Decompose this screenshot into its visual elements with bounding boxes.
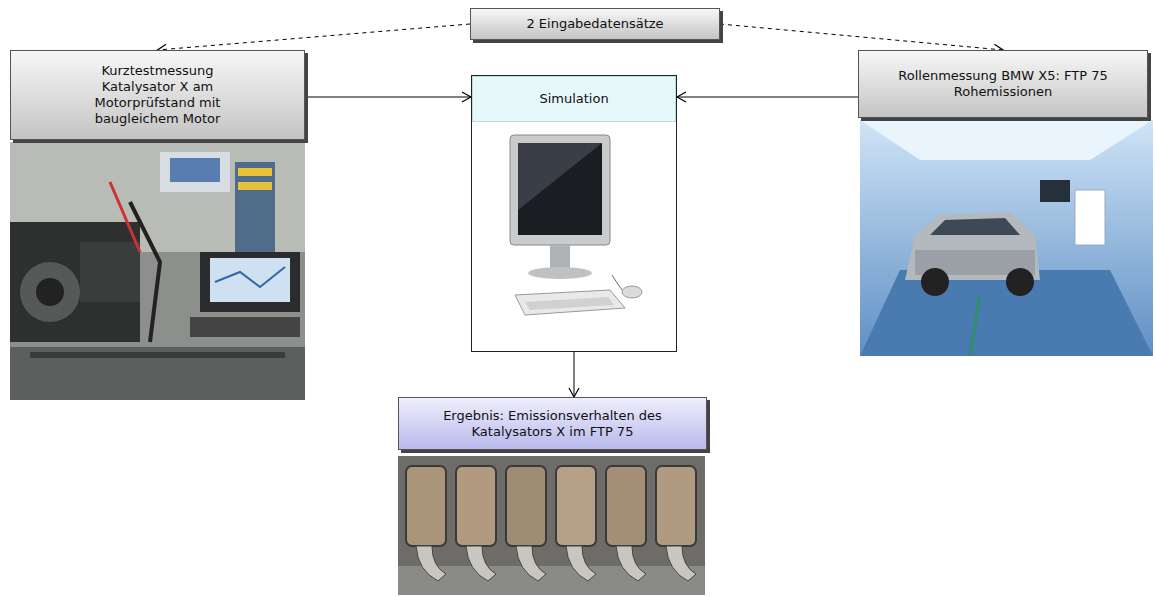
catalyst-photo: [398, 456, 705, 595]
box-label: Rollenmessung BMW X5: FTP 75 Rohemission…: [898, 68, 1108, 100]
text-group: Simulation: [539, 91, 608, 107]
box-label: Kurztestmessung Katalysator X am Motorpr…: [70, 63, 245, 127]
input-header-box: 2 Eingabedatensätze: [470, 8, 720, 40]
dashed-arrow: [158, 24, 471, 50]
box-label: 2 Eingabedatensätze: [526, 16, 663, 32]
text-group: 2 Eingabedatensätze: [526, 16, 663, 32]
result-box: Ergebnis: Emissionsverhalten des Katalys…: [398, 397, 707, 450]
flow-arrow: [305, 97, 471, 98]
box-label: Simulation: [539, 91, 608, 107]
box-label: Ergebnis: Emissionsverhalten des Katalys…: [410, 408, 695, 440]
simulation-box: Simulation: [471, 75, 677, 352]
computer-icon: [500, 130, 650, 340]
flow-arrow: [574, 352, 575, 397]
input-box: Kurztestmessung Katalysator X am Motorpr…: [10, 50, 305, 140]
text-group: Ergebnis: Emissionsverhalten des Katalys…: [410, 408, 695, 440]
engine-test-bench-photo: [10, 142, 305, 400]
simulation-band: Simulation: [472, 76, 676, 122]
text-group: Rollenmessung BMW X5: FTP 75 Rohemission…: [898, 68, 1108, 100]
flow-arrow: [677, 97, 858, 98]
text-group: Kurztestmessung Katalysator X am Motorpr…: [70, 63, 245, 127]
input-box: Rollenmessung BMW X5: FTP 75 Rohemission…: [858, 50, 1148, 118]
chassis-dyno-photo: [860, 120, 1153, 356]
dashed-arrow: [720, 24, 1003, 50]
